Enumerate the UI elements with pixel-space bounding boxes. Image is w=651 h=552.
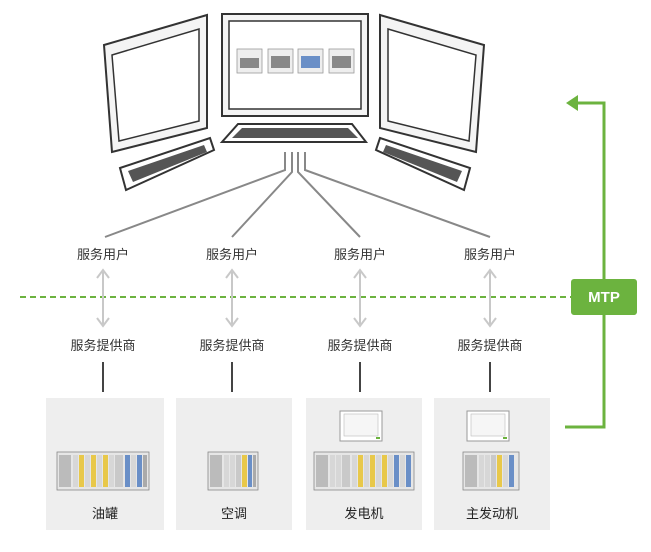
module-caption-oil-tank: 油罐: [91, 507, 119, 522]
io-rack-main-engine: [462, 451, 520, 491]
service-user-label-2: 服务用户: [205, 248, 259, 263]
module-caption-main-engine: 主发动机: [465, 507, 519, 522]
module-caption-generator: 发电机: [344, 507, 384, 522]
bidirectional-arrows: [96, 268, 497, 328]
hmi-panel-main-engine: [466, 410, 510, 442]
connection-lines: [104, 152, 491, 238]
left-keyboard: [118, 136, 216, 192]
service-provider-label-4: 服务提供商: [457, 339, 523, 354]
service-user-label-1: 服务用户: [76, 248, 130, 263]
service-user-label-4: 服务用户: [463, 248, 517, 263]
io-rack-generator: [313, 451, 415, 491]
io-rack-oil-tank: [56, 451, 150, 491]
service-provider-label-3: 服务提供商: [327, 339, 393, 354]
service-user-label-3: 服务用户: [333, 248, 387, 263]
module-caption-aircon: 空调: [220, 507, 248, 522]
center-monitor: [221, 13, 369, 117]
center-keyboard: [219, 123, 369, 143]
mtp-bracket: [565, 95, 606, 429]
left-monitor: [102, 13, 208, 154]
io-rack-aircon: [207, 451, 259, 491]
right-monitor: [379, 13, 486, 154]
mtp-badge: MTP: [571, 279, 637, 315]
provider-stems: [102, 362, 491, 392]
hmi-panel-generator: [339, 410, 383, 442]
service-provider-label-1: 服务提供商: [70, 339, 136, 354]
right-keyboard: [374, 136, 472, 192]
service-provider-label-2: 服务提供商: [199, 339, 265, 354]
